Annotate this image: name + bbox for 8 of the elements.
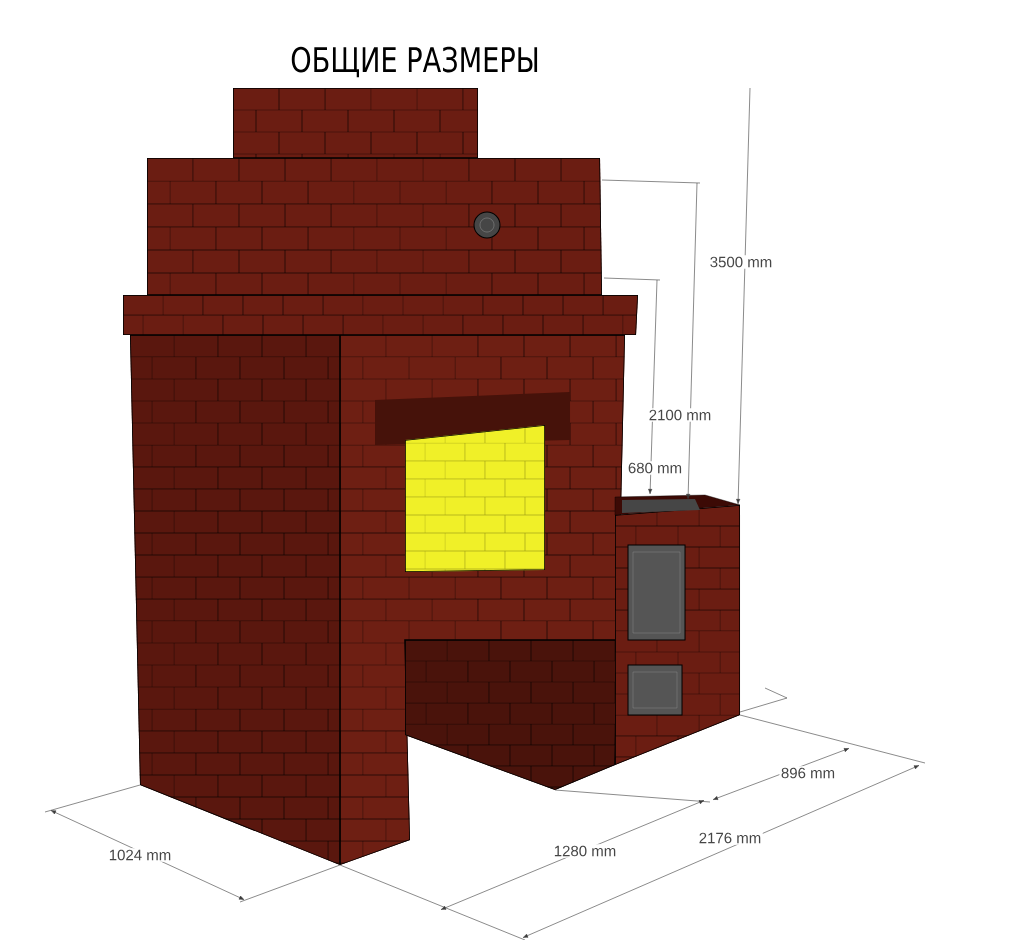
title: ОБЩИЕ РАЗМЕРЫ [291, 46, 538, 78]
dimension-label: 1024 mm [107, 848, 173, 862]
dimension-label: 1280 mm [552, 844, 618, 858]
dimension-label: 2176 mm [697, 831, 763, 845]
dimension-label: 896 mm [779, 766, 837, 780]
dimension-label: 3500 mm [708, 255, 774, 269]
dimension-label: 2100 mm [647, 408, 713, 422]
dimension-label: 680 mm [626, 461, 684, 475]
